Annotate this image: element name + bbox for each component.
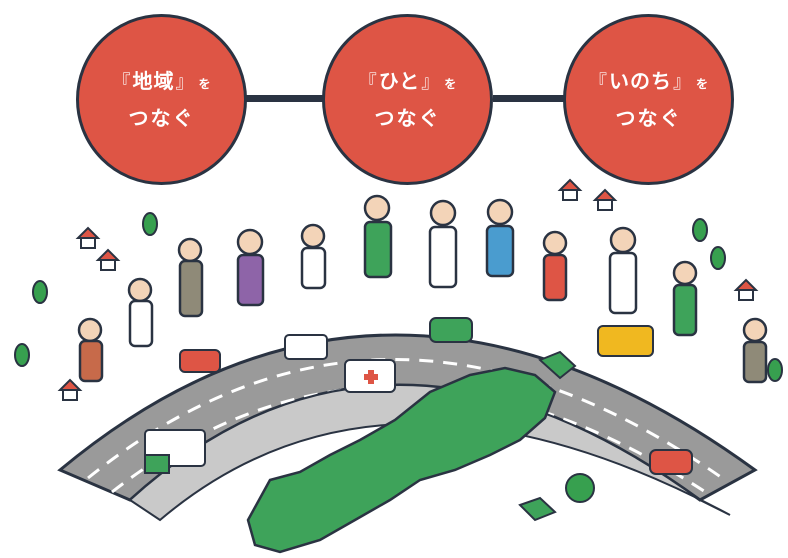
bracket-open: 『 (112, 72, 132, 93)
person-figure (363, 194, 393, 279)
person-figure (672, 260, 698, 337)
bracket-close: 』 (175, 72, 195, 93)
house-icon (592, 188, 618, 211)
bus-icon (597, 325, 654, 357)
person-figure (127, 277, 154, 348)
house-icon (75, 226, 101, 249)
island-icon (538, 350, 577, 380)
tree-icon (565, 473, 595, 503)
person-figure (742, 317, 768, 384)
map-landmass-icon (246, 366, 557, 554)
house-icon (557, 178, 583, 201)
connector-line (493, 95, 565, 102)
circle-verb: つなぐ (615, 106, 682, 130)
person-figure (608, 226, 638, 315)
car-icon (649, 449, 693, 475)
circle-verb: つなぐ (128, 106, 195, 130)
person-figure (485, 198, 515, 278)
tree-icon (14, 343, 30, 367)
house-icon (733, 278, 759, 301)
tree-icon (142, 212, 158, 236)
person-figure (236, 228, 265, 307)
house-icon (95, 248, 121, 271)
island-icon (518, 496, 557, 522)
circle-connect-region: 『 地域 』 を つなぐ (76, 14, 247, 185)
circle-keyword: 地域 (132, 69, 175, 93)
person-figure (428, 199, 458, 289)
road-edge-lower (128, 384, 731, 522)
house-icon (57, 378, 83, 401)
circle-particle: を (198, 77, 212, 91)
circle-connect-people: 『 ひと 』 を つなぐ (322, 14, 493, 185)
person-figure (77, 317, 104, 383)
truck-icon (144, 429, 206, 474)
person-figure (177, 237, 204, 318)
bracket-open: 『 (588, 72, 608, 93)
tree-icon (767, 358, 783, 382)
road-dash-inner (111, 385, 711, 497)
circle-keyword: ひと (378, 69, 421, 93)
ambulance-icon (344, 359, 396, 393)
bracket-close: 』 (672, 72, 692, 93)
connector-line (246, 95, 324, 102)
people-row (77, 194, 768, 384)
person-figure (300, 223, 327, 290)
bracket-close: 』 (421, 72, 441, 93)
truck-icon (284, 334, 328, 360)
car-icon (429, 317, 473, 343)
road-dash-outer (87, 358, 726, 482)
car-icon (179, 349, 221, 373)
circle-keyword: いのち (608, 69, 672, 93)
circle-particle: を (444, 77, 458, 91)
tree-icon (710, 246, 726, 270)
circle-verb: つなぐ (374, 106, 441, 130)
tree-icon (32, 280, 48, 304)
bracket-open: 『 (358, 72, 378, 93)
circle-particle: を (695, 77, 709, 91)
circle-connect-life: 『 いのち 』 を つなぐ (563, 14, 734, 185)
person-figure (542, 230, 568, 302)
tree-icon (692, 218, 708, 242)
